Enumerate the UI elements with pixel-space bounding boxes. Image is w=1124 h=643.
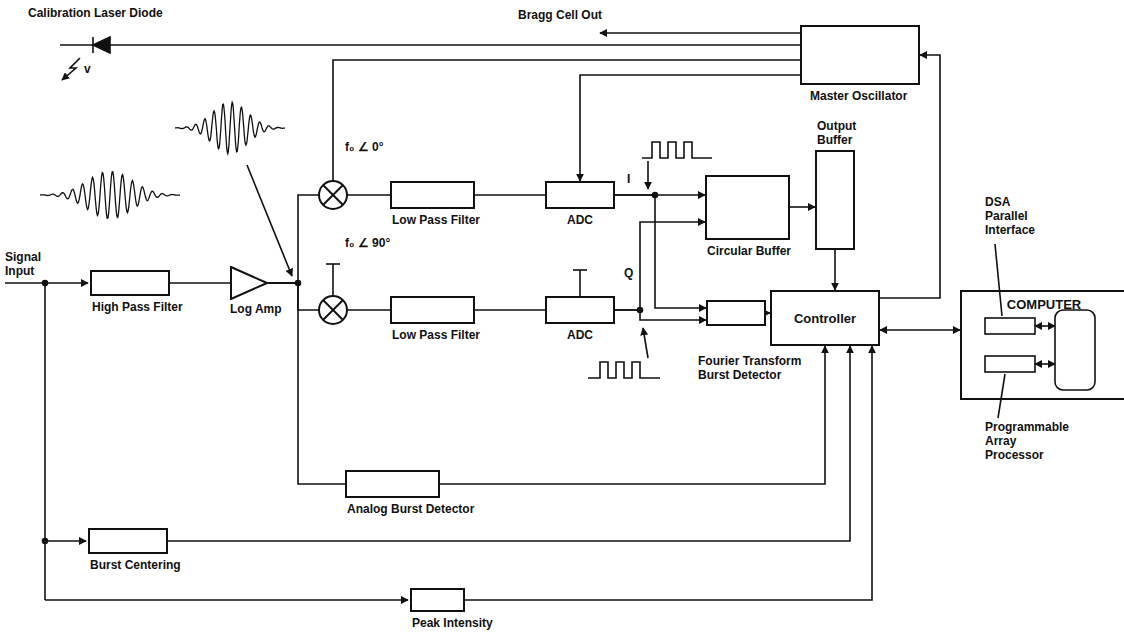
- connector: [615, 195, 706, 308]
- signal-wires: [5, 193, 658, 601]
- part-label: Calibration Laser Diode: [28, 6, 163, 20]
- amplifier-triangle: Log Amp: [230, 266, 268, 300]
- connector: [615, 222, 705, 310]
- block-caption: Low Pass Filter: [392, 213, 480, 227]
- block-caption: Output Buffer: [817, 119, 867, 147]
- callout-label: Programmable Array Processor: [985, 420, 1077, 462]
- burst-waveform: [40, 102, 285, 218]
- box-label: Controller: [794, 311, 856, 326]
- block-box: Burst Centering: [88, 528, 168, 554]
- block-box: Fourier Transform Burst Detector: [706, 300, 766, 326]
- connector: [880, 329, 960, 331]
- block-box: Controller: [770, 290, 880, 346]
- clock-tick: [326, 264, 587, 296]
- mixer-symbol: [319, 181, 347, 324]
- signal-label: f₀ ∠ 0°: [345, 140, 384, 154]
- bragg-wire: [600, 32, 800, 34]
- connector: [440, 346, 825, 484]
- connector: [475, 309, 545, 311]
- block-box: Peak Intensity: [410, 588, 465, 612]
- amplifier-outline: [230, 266, 268, 300]
- block-caption: Master Oscillator: [810, 89, 907, 103]
- callout-label: DSA Parallel Interface: [985, 195, 1047, 237]
- block-box: Low Pass Filter: [390, 181, 475, 209]
- lo-wire: [333, 60, 800, 181]
- signal-label: Signal Input: [5, 250, 50, 278]
- box-title: COMPUTER: [962, 297, 1124, 312]
- connector: [465, 346, 872, 600]
- signal-label: Q: [624, 266, 633, 280]
- block-caption: Analog Burst Detector: [347, 502, 474, 516]
- connector: [834, 250, 836, 290]
- connector: [168, 346, 850, 541]
- signal-label: Bragg Cell Out: [518, 8, 602, 22]
- signal-label: f₀ ∠ 90°: [345, 236, 390, 250]
- block-caption: Circular Buffer: [707, 244, 791, 258]
- block-caption: Log Amp: [230, 302, 282, 316]
- block-box: Output Buffer: [815, 150, 855, 250]
- pointer-arrow: [247, 165, 292, 276]
- block-caption: High Pass Filter: [92, 300, 183, 314]
- connector: [615, 310, 706, 320]
- connector: [790, 206, 815, 208]
- computer-box: COMPUTER: [960, 290, 1124, 400]
- block-box: ADC: [545, 181, 615, 209]
- signal-label: v: [84, 62, 91, 76]
- block-caption: Fourier Transform Burst Detector: [698, 354, 820, 382]
- block-caption: Burst Centering: [90, 558, 181, 572]
- connector: [580, 75, 800, 181]
- block-caption: Peak Intensity: [412, 616, 493, 630]
- burst-waveform: [40, 172, 180, 219]
- connector: [475, 194, 545, 196]
- burst-waveform: [175, 102, 285, 153]
- signal-label: I: [627, 172, 630, 186]
- block-caption: ADC: [567, 328, 593, 342]
- pulse-train-icon: [588, 142, 712, 378]
- block-box: Circular Buffer: [705, 175, 790, 240]
- block-box: Master Oscillator: [800, 25, 920, 85]
- connector: [170, 282, 230, 284]
- block-box: High Pass Filter: [90, 270, 170, 296]
- block-caption: ADC: [567, 213, 593, 227]
- block-box: Analog Burst Detector: [345, 470, 440, 498]
- block-caption: Low Pass Filter: [392, 328, 480, 342]
- computer-internals: [985, 244, 1095, 418]
- block-box: Low Pass Filter: [390, 296, 475, 324]
- laser-diode-symbol: [60, 37, 800, 80]
- block-box: ADC: [545, 296, 615, 324]
